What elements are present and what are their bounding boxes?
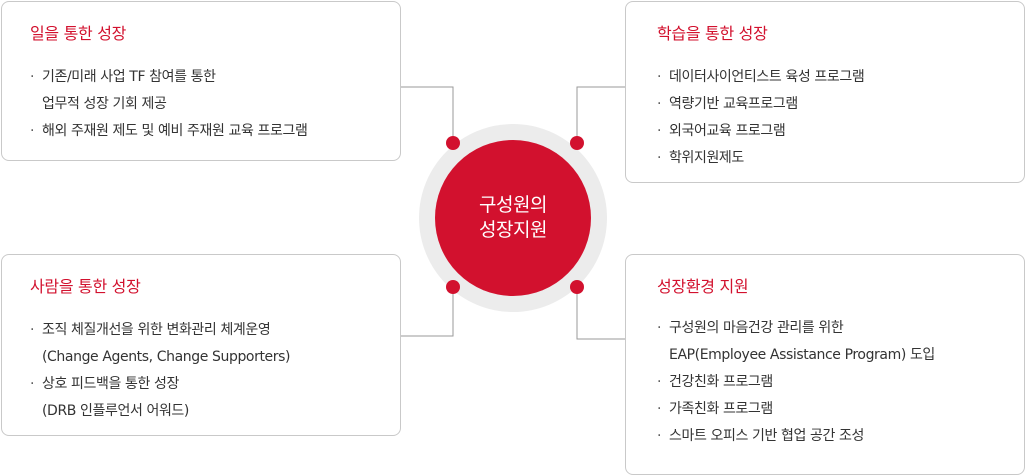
list-item-text: 데이터사이언티스트 육성 프로그램 [669, 69, 865, 85]
bullet: · [657, 123, 662, 139]
bullet: · [30, 376, 35, 392]
bullet: · [657, 150, 662, 166]
list-item-text: 기존/미래 사업 TF 참여를 통한 [42, 69, 216, 85]
bullet: · [657, 401, 662, 417]
bullet: · [657, 428, 662, 444]
center-circle: 구성원의 성장지원 [435, 140, 591, 296]
dot-bottom-right [570, 280, 584, 294]
bullet: · [30, 123, 35, 139]
bullet: · [30, 322, 35, 338]
list-item-text: 상호 피드백을 통한 성장 [42, 376, 179, 392]
list-item-text: 조직 체질개선을 위한 변화관리 체계운영 [42, 322, 271, 338]
list-item: · 조직 체질개선을 위한 변화관리 체계운영 (Change Agents, … [30, 317, 374, 371]
card-growth-through-people: 사람을 통한 성장 · 조직 체질개선을 위한 변화관리 체계운영 (Chang… [1, 254, 401, 436]
list-item-text: 구성원의 마음건강 관리를 위한 [669, 320, 844, 336]
connector-bottom-left [401, 287, 454, 337]
bullet: · [30, 69, 35, 85]
list-item: · 외국어교육 프로그램 [657, 118, 998, 145]
list-item-text: 역량기반 교육프로그램 [669, 96, 798, 112]
center-label-line1: 구성원의 [479, 194, 547, 216]
card-title: 학습을 통한 성장 [657, 24, 768, 43]
bullet: · [657, 320, 662, 336]
list-item-text: 업무적 성장 기회 제공 [42, 96, 167, 112]
card-title: 사람을 통한 성장 [30, 277, 141, 296]
list-item-text: (Change Agents, Change Supporters) [42, 349, 291, 365]
list-item-text: 가족친화 프로그램 [669, 401, 773, 417]
list-item: · 스마트 오피스 기반 협업 공간 조성 [657, 423, 998, 450]
connector-top-right [576, 86, 625, 143]
list-item-text: (DRB 인플루언서 어워드) [42, 403, 189, 419]
list-item-text: 스마트 오피스 기반 협업 공간 조성 [669, 428, 864, 444]
list-item: · 해외 주재원 제도 및 예비 주재원 교육 프로그램 [30, 118, 374, 145]
list-item-text: 학위지원제도 [669, 150, 744, 166]
card-growth-through-work: 일을 통한 성장 · 기존/미래 사업 TF 참여를 통한 업무적 성장 기회 … [1, 1, 401, 161]
list-item: · 가족친화 프로그램 [657, 396, 998, 423]
card-growth-through-learning: 학습을 통한 성장 · 데이터사이언티스트 육성 프로그램 · 역량기반 교육프… [625, 1, 1025, 183]
connector-top-left [401, 86, 454, 143]
list-item-text: EAP(Employee Assistance Program) 도입 [669, 347, 935, 363]
dot-bottom-left [446, 280, 460, 294]
bullet: · [657, 69, 662, 85]
list-item-text: 건강친화 프로그램 [669, 374, 773, 390]
bullet: · [657, 374, 662, 390]
card-title: 일을 통한 성장 [30, 24, 127, 43]
center-label-line2: 성장지원 [479, 219, 547, 241]
dot-top-left [446, 136, 460, 150]
list-item-text: 해외 주재원 제도 및 예비 주재원 교육 프로그램 [42, 123, 308, 139]
list-item: · 데이터사이언티스트 육성 프로그램 [657, 64, 998, 91]
dot-top-right [570, 136, 584, 150]
list-item: · 학위지원제도 [657, 145, 998, 172]
list-item: · 구성원의 마음건강 관리를 위한 EAP(Employee Assistan… [657, 315, 998, 369]
bullet: · [657, 96, 662, 112]
list-item: · 상호 피드백을 통한 성장 (DRB 인플루언서 어워드) [30, 371, 374, 425]
list-item: · 역량기반 교육프로그램 [657, 91, 998, 118]
list-item-text: 외국어교육 프로그램 [669, 123, 786, 139]
list-item: · 기존/미래 사업 TF 참여를 통한 업무적 성장 기회 제공 [30, 64, 374, 118]
list-item: · 건강친화 프로그램 [657, 369, 998, 396]
card-title: 성장환경 지원 [657, 277, 749, 296]
card-growth-environment-support: 성장환경 지원 · 구성원의 마음건강 관리를 위한 EAP(Employee … [625, 254, 1025, 475]
connector-bottom-right [576, 287, 625, 340]
